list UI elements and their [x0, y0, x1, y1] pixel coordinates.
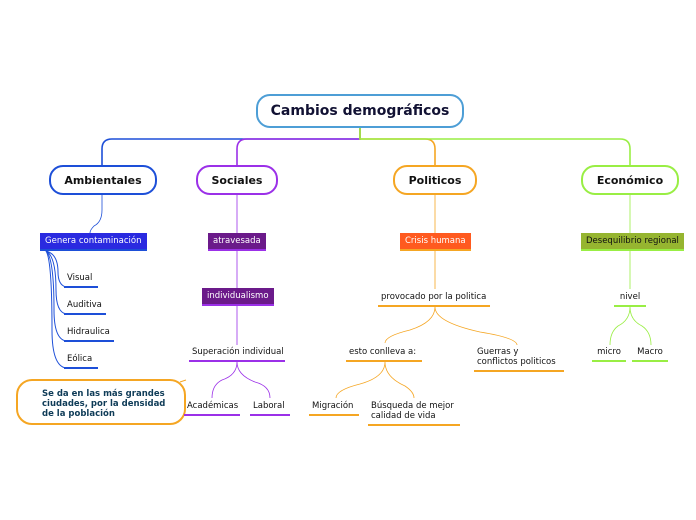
connector-politica-subs: [384, 306, 518, 346]
item-micro[interactable]: micro: [592, 347, 626, 362]
subtopic-genera-contaminacion[interactable]: Genera contaminación: [40, 233, 147, 251]
connector-contaminacion-eolica: [45, 250, 67, 369]
subtopic-superacion-individual[interactable]: Superación individual: [189, 347, 285, 362]
connector-ambientales-contaminacion: [89, 195, 103, 234]
item-eolica[interactable]: Eólica: [64, 354, 98, 369]
subtopic-esto-conlleva[interactable]: esto conlleva a:: [346, 347, 422, 362]
connector-nivel-items: [609, 306, 652, 346]
subtopic-desequilibrio-regional[interactable]: Desequilibrio regional: [581, 233, 684, 251]
item-hidraulica[interactable]: Hidraulica: [64, 327, 114, 342]
item-academicas[interactable]: Académicas: [184, 401, 240, 416]
connector-contaminacion-hidraulica: [45, 250, 67, 342]
connector-root-politicos: [359, 128, 436, 165]
topic-economico[interactable]: Económico: [581, 165, 679, 195]
item-busqueda-calidad-vida[interactable]: Búsqueda de mejor calidad de vida: [368, 401, 460, 426]
subtopic-individualismo[interactable]: individualismo: [202, 288, 274, 306]
item-laboral[interactable]: Laboral: [250, 401, 290, 416]
subtopic-guerras-conflictos[interactable]: Guerras y conflictos politicos: [474, 347, 564, 372]
connector-conlleva-items: [335, 361, 415, 399]
topic-ambientales[interactable]: Ambientales: [49, 165, 157, 195]
connector-superacion-items: [211, 361, 271, 399]
root-topic-cambios-demograficos[interactable]: Cambios demográficos: [256, 94, 464, 128]
subtopic-nivel[interactable]: nivel: [614, 292, 646, 307]
topic-politicos[interactable]: Politicos: [393, 165, 477, 195]
note-densidad-poblacion[interactable]: Se da en las más grandes ciudades, por l…: [16, 379, 186, 425]
topic-sociales[interactable]: Sociales: [196, 165, 278, 195]
connector-note: [179, 379, 187, 383]
subtopic-provocado-politica[interactable]: provocado por la politica: [378, 292, 490, 307]
subtopic-crisis-humana[interactable]: Crisis humana: [400, 233, 471, 251]
connector-root-economico: [359, 128, 631, 165]
connector-contaminacion-auditiva: [45, 250, 67, 315]
connector-root-ambientales: [101, 128, 361, 165]
item-visual[interactable]: Visual: [64, 273, 98, 288]
item-auditiva[interactable]: Auditiva: [64, 300, 106, 315]
item-macro[interactable]: Macro: [632, 347, 668, 362]
connector-root-sociales: [236, 128, 361, 165]
subtopic-atravesada[interactable]: atravesada: [208, 233, 266, 251]
connector-contaminacion-visual: [45, 250, 67, 288]
item-migracion[interactable]: Migración: [309, 401, 359, 416]
